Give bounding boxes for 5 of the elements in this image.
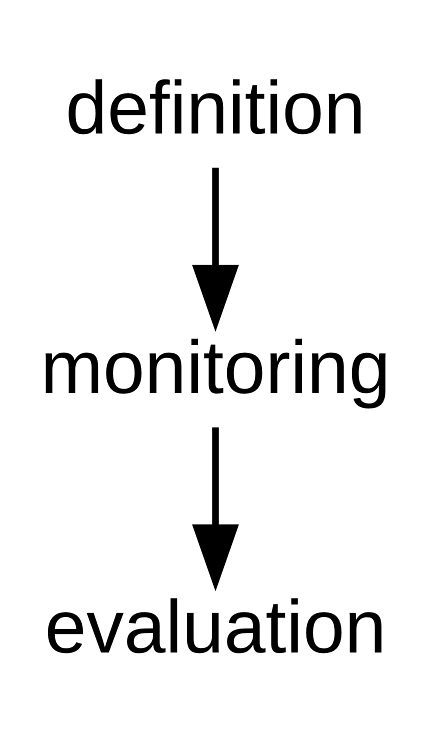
- node-text: monitoring: [40, 324, 390, 408]
- arrow: [192, 426, 239, 591]
- arrow: [192, 167, 239, 332]
- node-text: definition: [66, 64, 366, 149]
- node-text: evaluation: [44, 584, 386, 668]
